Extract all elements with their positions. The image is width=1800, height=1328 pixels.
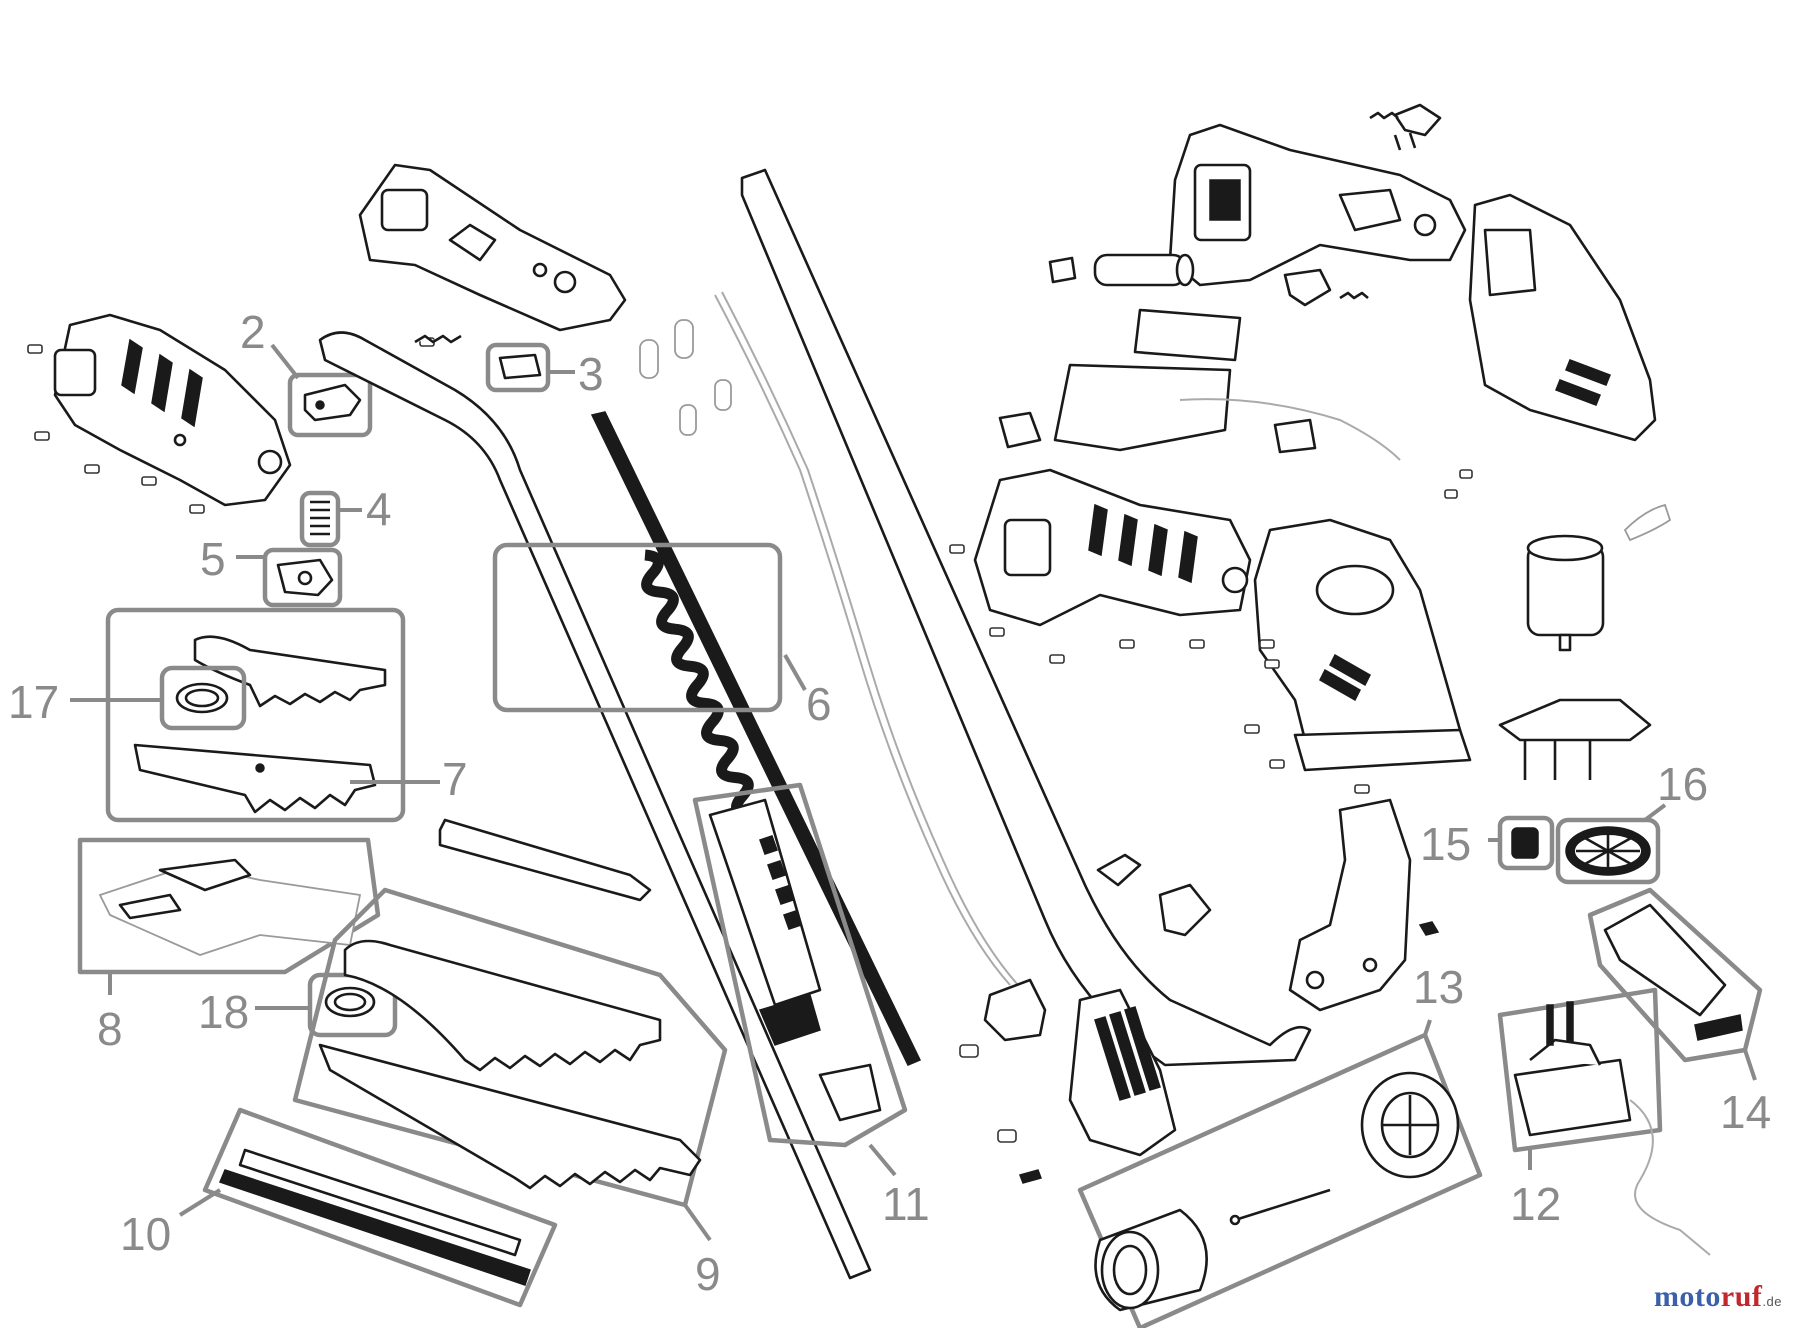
callout-15: 15	[1420, 818, 1471, 870]
callout-18: 18	[198, 986, 249, 1038]
wall-mount-14	[1587, 887, 1763, 1081]
label-plate	[1133, 308, 1242, 362]
shaft-frame-6	[492, 542, 807, 713]
wheel-bracket	[983, 978, 1047, 1042]
callout-17: 17	[8, 676, 59, 728]
callout-8: 8	[97, 1003, 123, 1055]
ring-part-17	[70, 665, 247, 731]
brand-tld: .de	[1762, 1294, 1782, 1309]
lock-part	[236, 547, 343, 608]
bushing-15	[1488, 815, 1555, 871]
gear-wheel-16	[1555, 803, 1667, 885]
callout-3: 3	[578, 348, 604, 400]
switch-top-right	[1393, 103, 1442, 151]
brand-part2: ruf	[1720, 1280, 1763, 1313]
screw-b	[997, 1129, 1017, 1143]
spring-top	[1369, 111, 1399, 120]
motor-housing-right-half	[1468, 193, 1657, 442]
callout-12: 12	[1510, 1178, 1561, 1230]
lower-handle-right	[973, 468, 1252, 627]
telescopic-tube-left	[318, 331, 872, 1280]
clip-b	[1158, 883, 1212, 937]
spring-middle	[1339, 291, 1369, 300]
small-clip-part	[485, 342, 575, 393]
main-handle-grip	[53, 313, 292, 507]
screw-a	[959, 1044, 979, 1058]
callout-5: 5	[200, 533, 226, 585]
callout-7: 7	[442, 753, 468, 805]
pedal-part	[1068, 988, 1177, 1157]
clip-left	[1048, 256, 1077, 284]
callout-10: 10	[120, 1208, 171, 1260]
blade-guard-bar	[438, 818, 652, 902]
callout-9: 9	[695, 1248, 721, 1300]
callout-4: 4	[366, 483, 392, 535]
brand-part1: moto	[1653, 1280, 1721, 1313]
switch-part	[270, 343, 373, 438]
small-cap	[1623, 503, 1672, 542]
switch-middle	[1283, 268, 1332, 307]
electric-motor	[1526, 534, 1605, 652]
nut	[1418, 921, 1440, 936]
callout-16: 16	[1657, 758, 1708, 810]
clip-a	[1096, 853, 1142, 887]
callout-13: 13	[1413, 961, 1464, 1013]
wire-right	[1179, 398, 1401, 461]
brand-logo: motoruf.de	[1654, 1280, 1782, 1314]
wheel-set-13	[1077, 1019, 1483, 1328]
spring-small	[414, 334, 462, 344]
callout-14: 14	[1720, 1086, 1771, 1138]
callout-11: 11	[882, 1178, 930, 1230]
screw-c	[1019, 1169, 1042, 1184]
callout-6: 6	[806, 678, 832, 730]
spring-part	[299, 490, 362, 548]
circuit-board	[1053, 363, 1232, 452]
angled-gear-head	[1253, 518, 1472, 772]
screws-right	[949, 469, 1473, 794]
callout-2: 2	[240, 306, 266, 358]
terminal-block	[1273, 418, 1317, 454]
support-bracket	[1288, 798, 1412, 1012]
handle-housing-half	[358, 163, 627, 332]
blade-scabbard-10	[178, 1107, 558, 1308]
shear-blade-set	[105, 607, 440, 823]
motor-housing-top	[1168, 123, 1467, 287]
wire-harness	[639, 291, 1019, 986]
hedge-blade-set-9	[292, 887, 728, 1242]
charger-12	[1497, 987, 1711, 1256]
gear-mount	[1498, 698, 1652, 780]
battery-pack-11	[692, 782, 908, 1177]
battery-cells	[1093, 253, 1195, 287]
blade-cover-8	[77, 837, 381, 995]
telescopic-pole	[740, 168, 1312, 1067]
small-block	[998, 411, 1042, 449]
screws-left	[27, 337, 435, 514]
